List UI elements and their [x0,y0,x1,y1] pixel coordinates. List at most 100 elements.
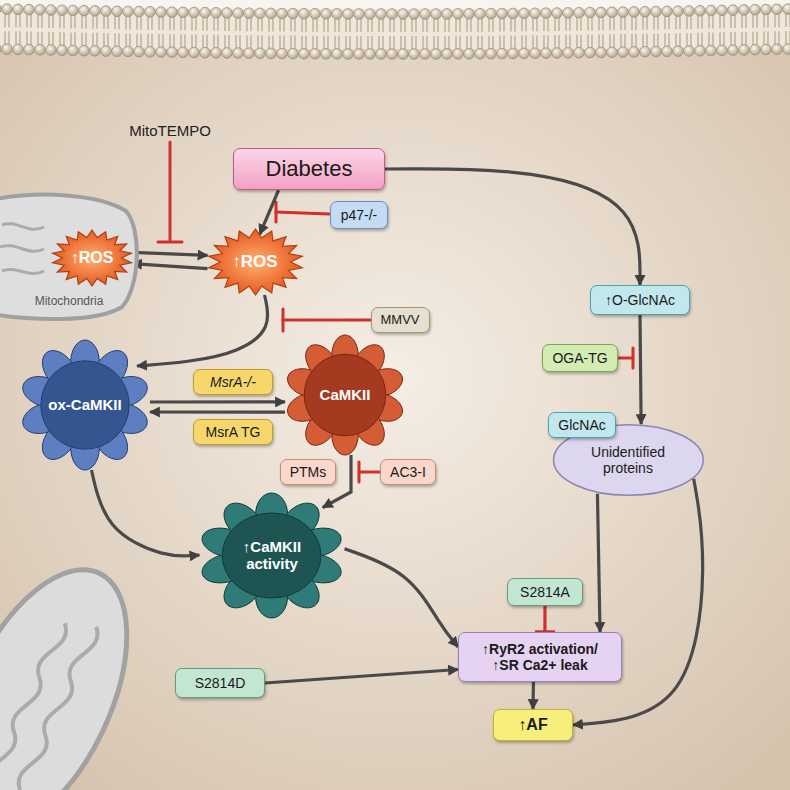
knockout-box: p47-/- [330,201,388,229]
lipid-head [728,5,739,16]
lipid-head [629,47,640,58]
lipid-head [475,48,486,59]
lipid-tail [93,16,97,46]
lipid-head [662,46,673,57]
lipid-head [629,7,640,18]
lipid-head [618,7,629,18]
lipid-head [464,8,475,19]
lipid-head [695,45,706,56]
outcome-box: ↑AF [493,709,573,741]
lipid-tail [203,18,207,48]
lipid-head [750,4,761,15]
lipid-head [750,44,761,55]
inhibitor-box: AC3-I [380,459,436,485]
lipid-tail [588,18,592,48]
transgenic-box: OGA-TG [542,344,618,372]
lipid-tail [390,19,394,49]
lipid-head [453,49,464,60]
lipid-head [343,9,354,20]
lipid-tail [368,19,372,49]
lipid-head [310,48,321,59]
lipid-head [57,45,68,56]
lipid-head [321,49,332,60]
lipid-tail [82,16,86,46]
lipid-head [376,49,387,60]
lipid-tail [775,14,779,44]
node-text: S2814A [520,584,570,600]
lipid-head [200,47,211,58]
lipid-head [442,49,453,60]
mitochondrion-cristae [0,246,44,252]
lipid-head [530,8,541,19]
lipid-head [13,4,24,15]
lipid-head [277,8,288,19]
inhibitor-bar [275,202,278,222]
lipid-head [651,46,662,57]
lipid-head [552,48,563,59]
lipid-tail [511,18,515,48]
lipid-head [189,7,200,18]
lipid-tail [302,19,306,49]
lipid-head [585,47,596,58]
mitochondrion-outline [0,544,163,790]
lipid-tail [742,15,746,45]
lipid-head [783,4,790,15]
mitochondrion-cristae [15,624,102,790]
lipid-tail [27,15,31,45]
lipid-head [233,48,244,59]
ros-burst-shape [208,229,302,295]
lipid-head [574,7,585,18]
lipid-head [167,47,178,58]
kinase-flower: CaMKII [285,335,405,455]
lipid-tail [412,19,416,49]
inhibitor-bar [358,462,361,482]
lipid-head [101,46,112,57]
lipid-head [211,7,222,18]
inhibitor-name: MitoTEMPO [129,122,211,139]
lipid-head [728,45,739,56]
lipid-head [79,45,90,56]
lipid-tail [632,17,636,47]
lipid-head [563,48,574,59]
lipid-head [90,46,101,57]
lipid-tail [544,18,548,48]
mitochondrion: Mitochondria↑ROS [0,195,138,325]
lipid-head [497,48,508,59]
lipid-head [717,45,728,56]
lipid-tail [5,14,9,44]
lipid-tail [16,14,20,44]
lipid-tail [269,18,273,48]
inhibitor-bar [158,241,182,244]
lipid-head [200,7,211,18]
lipid-tail [60,15,64,45]
node-text: ↑RyR2 activation/ ↑SR Ca2+ leak [474,641,606,673]
lipid-tail [643,17,647,47]
inhibitor-line [276,212,329,214]
lipid-tail [104,16,108,46]
lipid-head [607,47,618,58]
lipid-head [706,5,717,16]
lipid-head [739,45,750,56]
node-text: p47-/- [341,207,378,223]
lipid-tail [247,18,251,48]
lipid-tail [159,17,163,47]
mitochondrion-outline [0,195,137,319]
modification-box: GlcNAc [548,412,615,438]
inhibitor-line [619,357,633,360]
lipid-tail [71,15,75,45]
lipid-head [761,4,772,15]
lipid-head [90,6,101,17]
lipid-head [618,47,629,58]
lipid-head [332,49,343,60]
lipid-head [541,48,552,59]
lipid-tail [324,19,328,49]
lipid-head [365,9,376,20]
lipid-head [134,6,145,17]
node-text: Mitochondria [35,295,104,309]
lipid-head [717,5,728,16]
lipid-tail [346,19,350,49]
lipid-head [772,44,783,55]
inhibitor-box: MMVV [371,307,430,333]
lipid-tail [192,17,196,47]
